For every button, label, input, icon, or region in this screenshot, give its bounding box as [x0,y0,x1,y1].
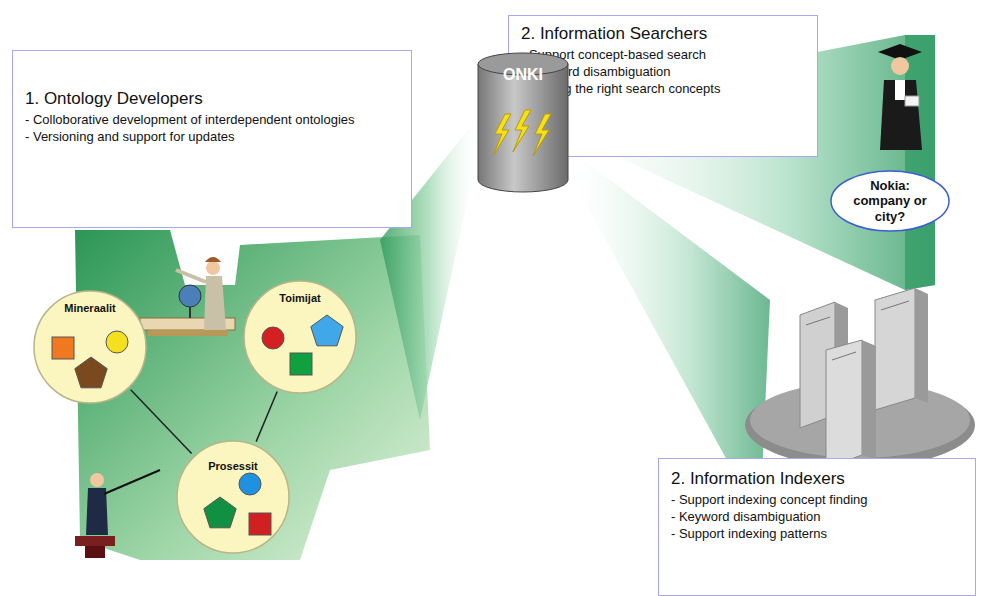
presenter-man [75,470,160,558]
text-box: 1. Ontology Developers - Colloborative de… [12,50,412,228]
presenter-woman [140,257,235,336]
box-heading: 2. Information Indexers [671,469,961,489]
text-box: 2. Information Indexers - Support indexin… [658,458,976,596]
node-label: Mineraalit [33,302,147,314]
shape-outline [176,440,290,554]
speech-oval: Nokia: company or city? [830,170,950,232]
node-label: Nokia: company or city? [840,178,940,225]
bullet-text: - Colloborative development of interdepe… [25,112,397,129]
server-group [745,288,975,468]
box-heading: 2. Information Searchers [521,24,803,44]
box-heading: 1. Ontology Developers [25,89,397,109]
graduate-figure [878,44,922,150]
ontology-circle: Toimijat [243,280,357,394]
ontology-circle: Mineraalit [33,290,147,404]
node-label: ONKI [477,66,569,84]
bullet-text: - Keyword disambiguation [671,509,961,526]
connector-line [131,390,192,454]
bullet-text: - Support indexing patterns [671,526,961,543]
bullet-text: - Versioning and support for updates [25,129,397,146]
database-cylinder: ONKI [477,52,569,192]
connector-line [256,391,277,441]
node-label: Toimijat [243,292,357,304]
node-label: Prosessit [176,460,290,472]
bullet-text: - Support indexing concept finding [671,492,961,509]
ontology-circle: Prosessit [176,440,290,554]
